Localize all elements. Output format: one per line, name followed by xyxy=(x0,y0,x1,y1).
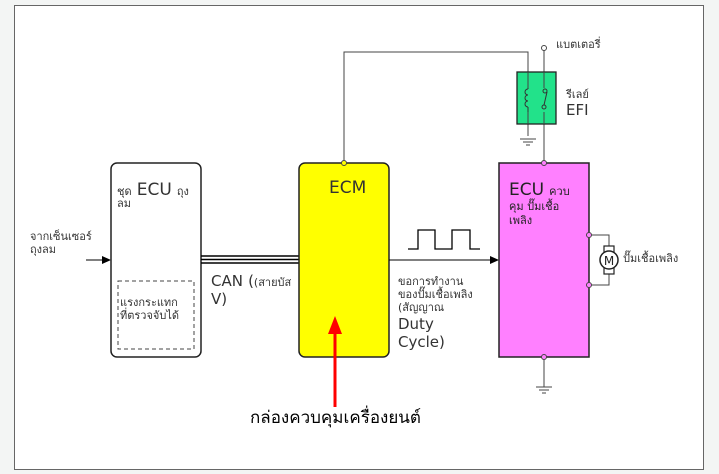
ecm-terminal xyxy=(341,160,347,166)
callout-arrow xyxy=(328,316,342,407)
relay-switch-icon xyxy=(539,88,549,112)
detected-impact-box xyxy=(117,280,195,350)
sensor-input-label: จากเซ็นเซอร์ ถุงลม xyxy=(30,230,92,257)
can-bus-label: CAN ((สายบัส V) xyxy=(211,272,292,309)
battery-terminal-icon xyxy=(541,45,547,51)
motor-symbol: M xyxy=(604,254,614,268)
duty-cycle-label: ขอการทำงาน ของปั๊มเชื้อเพลิง (สัญญาณ Dut… xyxy=(398,275,473,351)
fuel-pump-label: ปั๊มเชื้อเพลิง xyxy=(623,252,679,265)
pump-ecu-ground-icon xyxy=(536,386,552,394)
detected-impact-label: แรงกระแทก ที่ตรวจจับได้ xyxy=(120,296,180,323)
relay-ground-icon xyxy=(520,138,536,146)
battery-label: แบตเตอรี่ xyxy=(556,38,601,51)
motor-wire-bottom xyxy=(589,272,610,286)
signal-arrow xyxy=(389,256,499,264)
airbag-ecu-label: ชุด ECU ถุง ลม xyxy=(117,180,189,211)
can-bus-lines xyxy=(201,255,299,264)
pump-ecu-top-terminal xyxy=(541,160,547,166)
ecm-label: ECM xyxy=(329,178,367,198)
motor-wire-top xyxy=(589,234,610,248)
engine-control-box-callout: กล่องควบคุมเครื่องยนต์ xyxy=(250,408,421,428)
ecm-relay-wire xyxy=(343,51,529,163)
duty-cycle-waveform xyxy=(408,229,480,250)
efi-relay-label: รีเลย์ EFI xyxy=(566,88,589,120)
relay-coil-icon xyxy=(520,88,536,112)
fuel-pump-ecu-label: ECU ควบ คุม ปั๊มเชื้อ เพลิง xyxy=(509,180,570,227)
fuel-pump-motor-icon: M xyxy=(599,245,619,275)
sensor-input-arrow xyxy=(86,256,111,264)
pump-ecu-bottom-terminal xyxy=(541,354,547,360)
efi-relay-box xyxy=(516,71,557,125)
